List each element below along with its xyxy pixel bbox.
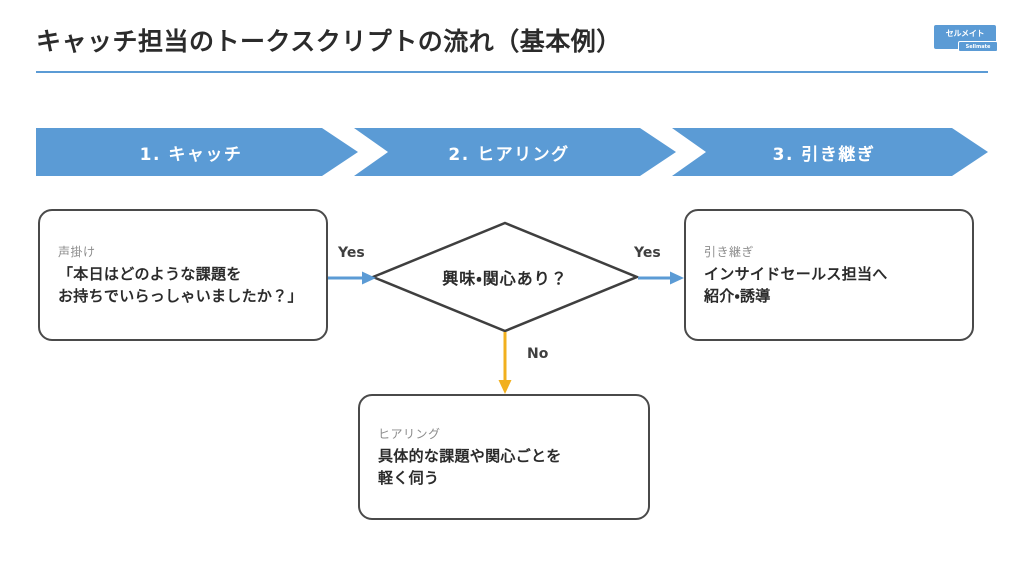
- decision-diamond-shape: [370, 221, 640, 333]
- flow-card-hearing[interactable]: ヒアリング 具体的な課題や関心ごとを 軽く伺う: [358, 394, 650, 520]
- flow-card-hearing-body: 具体的な課題や関心ごとを 軽く伺う: [378, 445, 630, 490]
- step-label-1: 1. キャッチ: [139, 144, 243, 165]
- flow-card-handoff-line1: インサイドセールス担当へ: [704, 264, 888, 283]
- flow-card-handoff-line2: 紹介・誘導: [704, 287, 771, 305]
- process-steps: 1. キャッチ 2. ヒアリング 3. 引き継ぎ: [36, 128, 988, 176]
- decision-diamond-label: 興味・関心あり？: [442, 269, 568, 288]
- flow-card-hearing-line2: 軽く伺う: [378, 469, 440, 487]
- title-divider: [36, 71, 988, 73]
- step-chevron-3[interactable]: 3. 引き継ぎ: [672, 128, 988, 176]
- edge-label-yes-1: Yes: [338, 245, 365, 261]
- logo-subtitle: Sellmate: [958, 41, 998, 52]
- edge-label-yes-2: Yes: [634, 245, 661, 261]
- edge-label-no: No: [527, 346, 549, 362]
- connector-decision-to-hearing: [497, 332, 513, 396]
- decision-diamond[interactable]: 興味・関心あり？: [370, 220, 640, 334]
- connector-decision-to-handoff: [638, 270, 688, 286]
- step-chevron-2[interactable]: 2. ヒアリング: [354, 128, 676, 176]
- flow-card-handoff-label: 引き継ぎ: [704, 244, 755, 259]
- arrow-blue-right-1: [328, 271, 376, 285]
- brand-logo: セルメイト Sellmate: [934, 25, 998, 52]
- flow-card-catch-body: 「本日はどのような課題を お持ちでいらっしゃいましたか？」: [58, 263, 308, 308]
- arrow-blue-right-2: [638, 271, 684, 285]
- step-chevron-1[interactable]: 1. キャッチ: [36, 128, 358, 176]
- flow-card-hearing-label: ヒアリング: [378, 426, 441, 441]
- flow-card-catch-label: 声掛け: [58, 244, 96, 259]
- flow-card-catch-line1: 「本日はどのような課題を: [58, 264, 242, 283]
- page-title: キャッチ担当のトークスクリプトの流れ（基本例）: [36, 27, 622, 56]
- connector-catch-to-decision: [328, 270, 378, 286]
- step-label-2: 2. ヒアリング: [448, 144, 570, 165]
- logo-wordmark: セルメイト: [945, 29, 985, 38]
- arrow-amber-down: [498, 332, 512, 394]
- flow-card-catch[interactable]: 声掛け 「本日はどのような課題を お持ちでいらっしゃいましたか？」: [38, 209, 328, 341]
- flow-card-handoff-body: インサイドセールス担当へ 紹介・誘導: [704, 263, 954, 308]
- flow-card-handoff[interactable]: 引き継ぎ インサイドセールス担当へ 紹介・誘導: [684, 209, 974, 341]
- flow-card-catch-line2: お持ちでいらっしゃいましたか？」: [58, 287, 303, 305]
- step-label-3: 3. 引き継ぎ: [772, 144, 876, 165]
- flow-card-hearing-line1: 具体的な課題や関心ごとを: [378, 446, 562, 465]
